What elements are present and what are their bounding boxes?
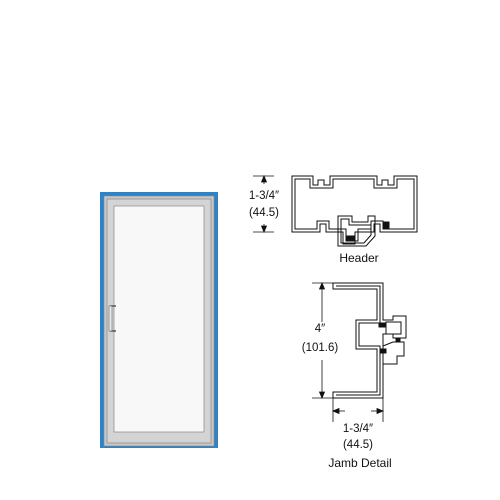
jamb-depth-metric: (101.6) (302, 342, 339, 354)
header-stop (337, 215, 376, 247)
jamb-width-fraction: 1-3/4″ (343, 423, 373, 435)
header-height-fraction: 1-3/4″ (249, 190, 279, 202)
header-stop-inner (340, 218, 372, 244)
jamb-width-metric: (44.5) (343, 439, 373, 451)
jamb-profile-outer (332, 282, 407, 399)
jamb-depth-dimension (312, 281, 333, 400)
jamb-screw (395, 337, 401, 343)
header-fastener (346, 235, 356, 242)
door-elevation (100, 192, 218, 448)
header-profile-inner (294, 178, 415, 242)
header-dimension (253, 174, 274, 234)
jamb-section (332, 282, 407, 399)
header-profile-outer (291, 175, 418, 245)
door-glass-panel (113, 205, 205, 433)
jamb-caption: Jamb Detail (328, 456, 391, 470)
jamb-width-dimension (331, 398, 385, 422)
jamb-fastener-top (378, 322, 386, 328)
jamb-profile-inner (336, 285, 381, 396)
door-handle-grip (108, 305, 113, 332)
header-gasket (383, 221, 390, 229)
header-section (291, 175, 418, 247)
jamb-fastener-bottom (379, 348, 387, 354)
jamb-stop (385, 321, 402, 335)
header-height-metric: (44.5) (249, 207, 279, 219)
jamb-depth-fraction: 4″ (315, 323, 325, 335)
header-caption: Header (339, 251, 378, 265)
